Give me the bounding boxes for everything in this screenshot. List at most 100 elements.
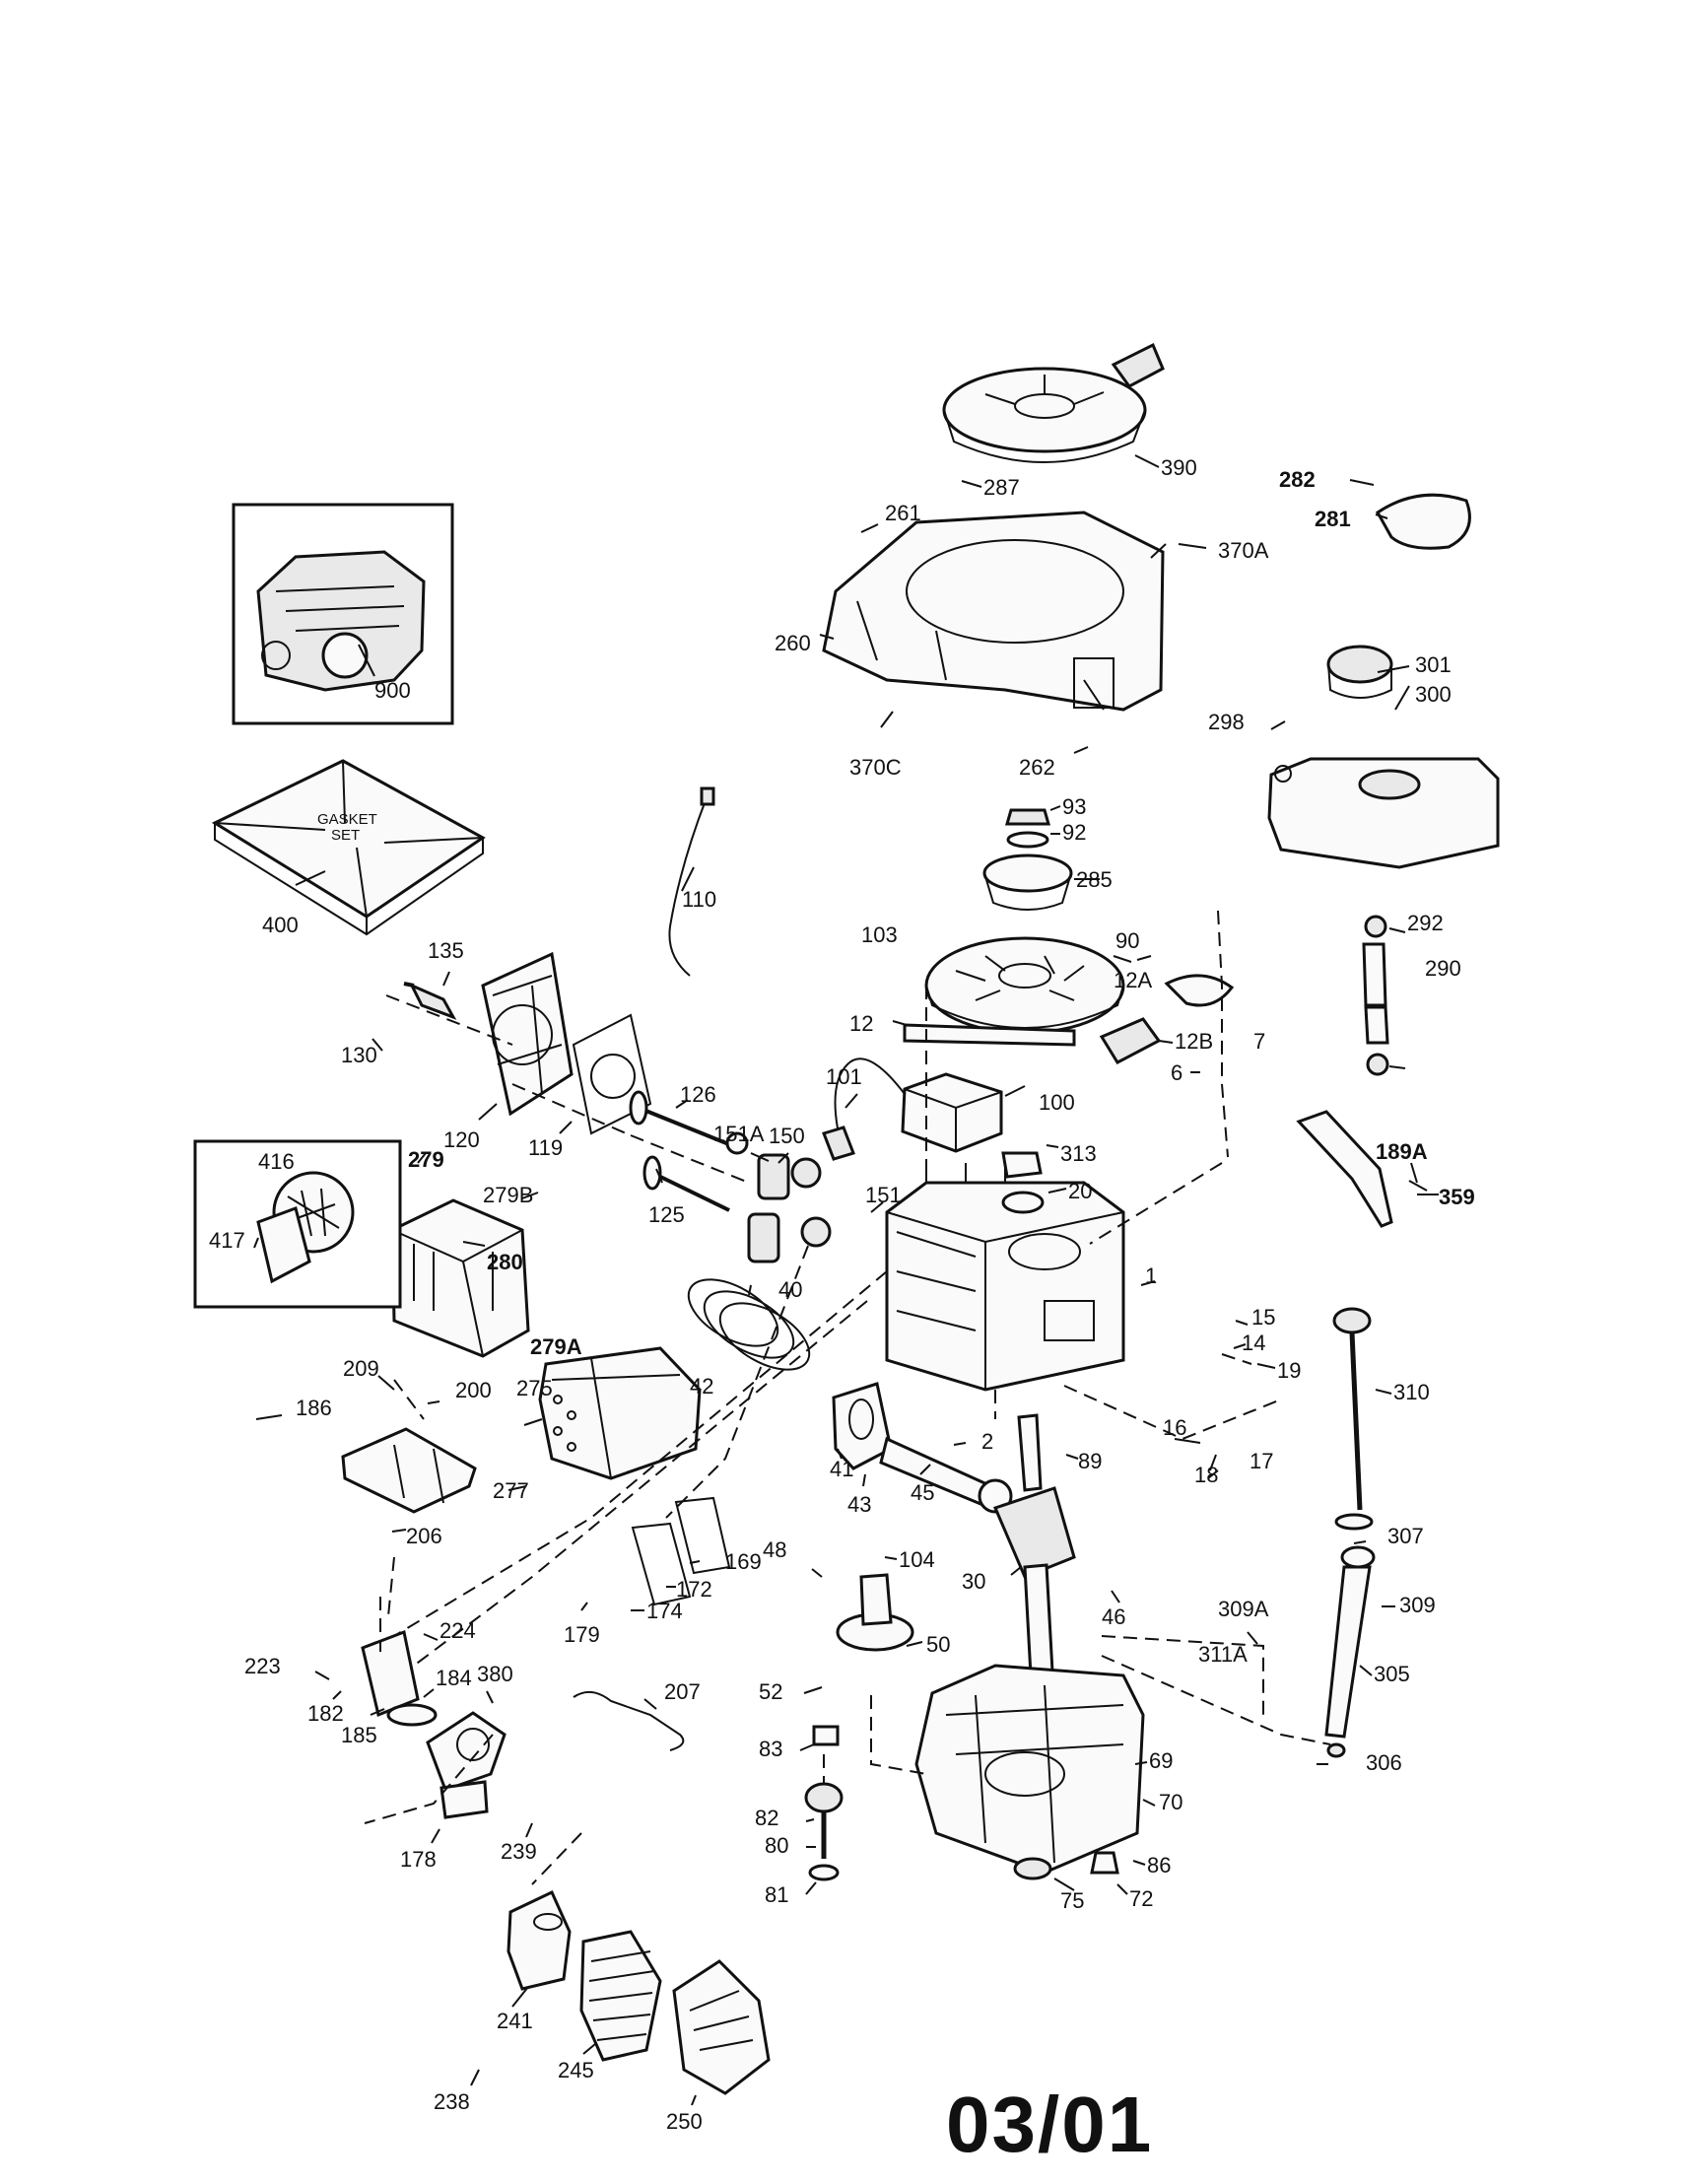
brake-bracket-189A (1296, 1110, 1393, 1228)
part-label: 12B (1175, 1029, 1213, 1054)
part-label: 125 (648, 1202, 685, 1227)
air-cleaner-cover (672, 1959, 771, 2095)
part-label: 311A (1198, 1642, 1248, 1667)
part-label: 89 (1078, 1449, 1102, 1473)
fuel-tank (1267, 645, 1500, 869)
governor-spring-207 (573, 1690, 685, 1751)
spark-plug-135 (403, 982, 457, 1020)
part-label: 135 (428, 938, 464, 963)
part-label: 290 (1425, 956, 1461, 981)
part-label: 169 (725, 1549, 762, 1574)
assembly-dashed-lines (364, 910, 1331, 1885)
crankshaft (992, 1413, 1076, 1677)
part-label: 282 (1279, 467, 1316, 492)
part-number-labels: 390 287 282 281 261 370A 260 370C 262 30… (209, 455, 1475, 2134)
part-label: 12 (849, 1011, 873, 1036)
part-label: 206 (406, 1524, 442, 1548)
part-label: 281 (1315, 507, 1351, 531)
gaskets-169-172 (631, 1496, 731, 1606)
part-label: 310 (1393, 1380, 1430, 1404)
part-label: 81 (765, 1882, 788, 1907)
part-label: 86 (1147, 1853, 1171, 1877)
part-label: 93 (1062, 794, 1086, 819)
part-label: 120 (443, 1127, 480, 1152)
part-label: 306 (1366, 1750, 1402, 1775)
carburetor-body-185 (361, 1629, 438, 1727)
part-label: 185 (341, 1723, 377, 1747)
part-label: 279A (530, 1334, 582, 1359)
part-label: 19 (1277, 1358, 1301, 1383)
part-label: 279 (408, 1147, 444, 1172)
gasket-set-text-line: GASKET (317, 811, 377, 828)
cylinder-head (481, 951, 574, 1117)
part-label: 69 (1149, 1748, 1173, 1773)
part-label: 250 (666, 2109, 703, 2134)
camshaft-gear (836, 1573, 914, 1652)
part-label: 70 (1159, 1790, 1182, 1814)
crankcase-cover (914, 1664, 1145, 1875)
governor-gear (804, 1725, 844, 1881)
dipstick-tube (1324, 1545, 1376, 1758)
muffler (538, 1346, 702, 1480)
recoil-starter (942, 342, 1165, 463)
part-label: 224 (439, 1618, 476, 1643)
part-label: 12A (1114, 968, 1152, 992)
part-label: 110 (682, 887, 716, 912)
fan-cup (982, 853, 1073, 911)
part-label: 186 (296, 1396, 332, 1420)
part-label: 275 (516, 1376, 553, 1400)
valve-train-parts (629, 1090, 832, 1263)
cylinder-block (885, 1163, 1125, 1392)
part-label: 52 (759, 1679, 782, 1704)
part-label: 200 (455, 1378, 492, 1402)
blower-housing (822, 511, 1165, 712)
part-label: 280 (487, 1250, 523, 1274)
part-label: 151 (865, 1183, 902, 1207)
part-label: 150 (769, 1124, 805, 1148)
breather-assembly (390, 1198, 530, 1358)
part-label: 292 (1407, 911, 1444, 935)
part-label: 18 (1194, 1463, 1218, 1487)
part-label: 279B (483, 1183, 533, 1207)
part-label: 287 (983, 475, 1020, 500)
part-label: 359 (1439, 1185, 1475, 1209)
part-label: 46 (1102, 1604, 1125, 1629)
part-label: 43 (847, 1492, 871, 1517)
part-label: 100 (1039, 1090, 1075, 1115)
ignition-coil (822, 1058, 1003, 1161)
date-code: 03/01 (946, 2081, 1154, 2168)
part-label: 75 (1060, 1888, 1084, 1913)
part-label: 380 (477, 1662, 513, 1686)
part-label: 80 (765, 1833, 788, 1858)
part-label: 277 (493, 1478, 529, 1503)
part-label: 83 (759, 1737, 782, 1761)
part-label: 241 (497, 2009, 533, 2033)
part-label: 82 (755, 1806, 778, 1830)
part-label: 313 (1060, 1141, 1097, 1166)
part-label: 207 (664, 1679, 701, 1704)
part-label: 209 (343, 1356, 379, 1381)
governor-bracket-200 (341, 1427, 477, 1514)
part-label: 40 (778, 1277, 802, 1302)
part-label: 90 (1115, 928, 1139, 953)
part-label: 104 (899, 1547, 935, 1572)
part-label: 305 (1374, 1662, 1410, 1686)
part-label: 298 (1208, 710, 1245, 734)
flywheel-nut (1005, 808, 1050, 849)
part-label: 245 (558, 2058, 594, 2082)
part-label: 239 (501, 1839, 537, 1864)
part-label: 182 (307, 1701, 344, 1726)
part-label: 184 (436, 1666, 472, 1690)
part-label: 2 (981, 1429, 993, 1454)
part-label: 16 (1163, 1415, 1186, 1440)
part-label: 15 (1251, 1305, 1275, 1330)
oil-seals-75-72 (1013, 1851, 1119, 1880)
gasket-set-box (211, 759, 486, 936)
part-label: 307 (1387, 1524, 1424, 1548)
gasket-set-text-line: SET (331, 827, 360, 844)
part-label: 151A (713, 1122, 765, 1146)
part-label: 7 (1253, 1029, 1265, 1054)
part-label: 238 (434, 2089, 470, 2114)
part-label: 261 (885, 501, 921, 525)
